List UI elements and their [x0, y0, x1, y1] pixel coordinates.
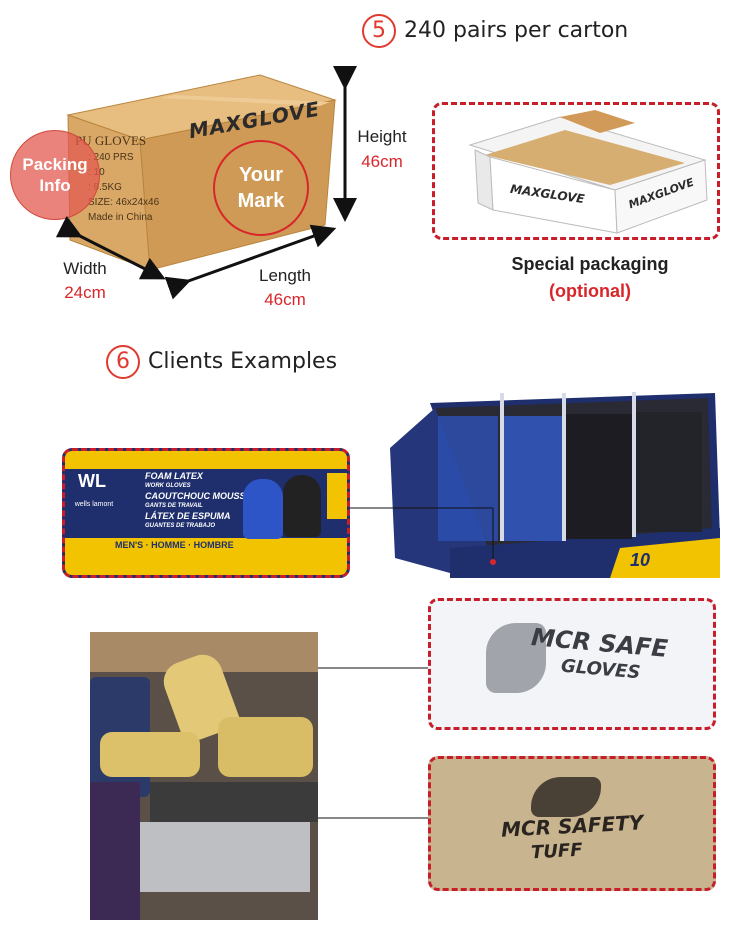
plastic-bags — [130, 822, 310, 892]
glove-cell-blue — [500, 416, 562, 541]
carton-line: : 9.5KG — [88, 182, 122, 193]
packing-info-label: Packing Info — [22, 155, 88, 195]
display-box-photo: 10 — [390, 388, 725, 578]
blue-glove-image — [243, 479, 283, 539]
carton-line: : 240 PRS — [88, 152, 134, 163]
divider — [500, 393, 504, 541]
mcr-bag-text-1: MCR SAFE — [530, 623, 669, 663]
mcr-tag-closeup: MCR SAFETY TUFF — [428, 756, 716, 891]
glove-pile — [100, 732, 200, 777]
wl-logo-sub: wells lamont — [74, 501, 114, 508]
length-value: 46cm — [264, 290, 306, 309]
box-side-yellow — [327, 473, 347, 519]
glove-cell-blue — [438, 416, 498, 541]
box-bottom-stripe — [65, 538, 347, 575]
mcr-bag-text-2: GLOVES — [560, 655, 642, 684]
box-line-4: GANTS DE TRAVAIL — [145, 503, 203, 509]
glove-pile — [218, 717, 313, 777]
mcr-tag-text-1: MCR SAFETY — [500, 810, 644, 842]
client-box-closeup: WL wells lamont FOAM LATEX WORK GLOVES C… — [62, 448, 350, 578]
work-table — [150, 782, 318, 822]
carton-top-text: PU GLOVES — [75, 133, 147, 148]
box-top-stripe — [65, 451, 347, 469]
width-label: Width — [63, 259, 107, 278]
box-line-5: LÁTEX DE ESPUMA — [145, 511, 231, 521]
length-label: Length — [259, 266, 311, 285]
white-box-illustration — [468, 110, 708, 234]
wl-logo: WL — [71, 471, 113, 503]
section-6-title: Clients Examples — [148, 349, 338, 374]
display-box-count: 10 — [630, 550, 651, 570]
box-text-block: FOAM LATEX WORK GLOVES CAOUTCHOUC MOUSSE… — [145, 471, 252, 531]
box-line-2: WORK GLOVES — [145, 483, 191, 489]
glove-cell-black — [566, 414, 632, 539]
width-value: 24cm — [64, 283, 106, 302]
box-line-3: CAOUTCHOUC MOUSSE — [145, 491, 252, 501]
worker-floral-shirt — [90, 782, 140, 920]
glove-cell-black — [636, 412, 702, 532]
step-5-badge: 5 — [362, 14, 396, 48]
mcr-tag-text-2: TUFF — [530, 839, 584, 864]
mcr-tag-logo-mark — [531, 777, 601, 817]
box-line-1: FOAM LATEX — [145, 471, 203, 481]
special-packaging-photo: MAXGLOVE MAXGLOVE — [432, 102, 720, 240]
height-label: Height — [357, 127, 407, 146]
your-mark-label: Your Mark — [237, 164, 285, 212]
mcr-bag-closeup: MCR SAFE GLOVES — [428, 598, 716, 730]
packing-info-badge: Packing Info — [10, 130, 100, 220]
box-line-6: GUANTES DE TRABAJO — [145, 523, 216, 529]
divider — [632, 392, 636, 537]
carton-line: SIZE: 46x24x46 — [88, 197, 160, 208]
section-5-title: 240 pairs per carton — [404, 18, 629, 43]
dimension-arrows — [55, 66, 357, 300]
special-packaging-note: (optional) — [549, 281, 631, 301]
special-packaging-title: Special packaging — [511, 254, 669, 274]
box-footer: MEN'S · HOMME · HOMBRE — [115, 540, 234, 550]
divider — [562, 393, 566, 541]
factory-packing-photo — [90, 632, 318, 920]
step-6-badge: 6 — [106, 345, 140, 379]
mcr-logo-mark — [486, 623, 546, 693]
height-value: 46cm — [361, 152, 403, 171]
black-glove-image — [283, 475, 321, 537]
